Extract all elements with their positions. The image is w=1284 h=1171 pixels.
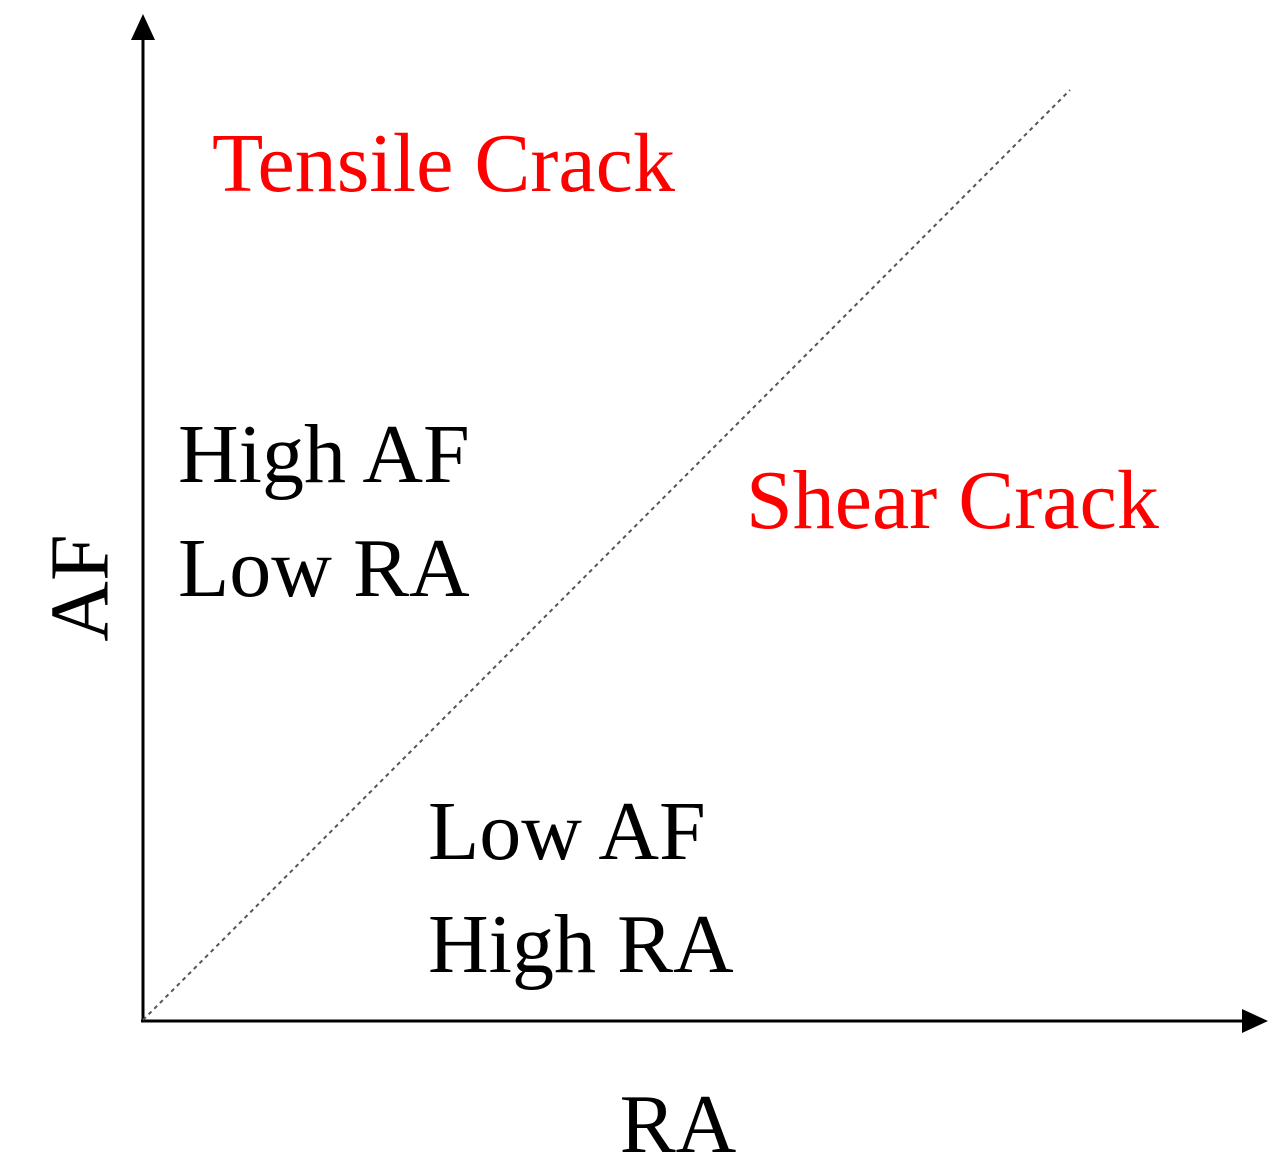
y-axis-label: AF [33, 534, 126, 641]
upper-left-desc-line1: High AF [178, 408, 470, 501]
upper-left-desc-line2: Low RA [178, 522, 470, 615]
x-axis-arrowhead [1242, 1009, 1268, 1033]
x-axis-label: RA [620, 1078, 737, 1171]
classification-divider-line [142, 89, 1071, 1021]
lower-right-desc-line2: High RA [428, 898, 734, 991]
tensile-crack-label: Tensile Crack [212, 117, 675, 210]
y-axis-arrowhead [131, 14, 155, 40]
shear-crack-label: Shear Crack [746, 454, 1159, 547]
lower-right-desc-line1: Low AF [428, 785, 706, 878]
